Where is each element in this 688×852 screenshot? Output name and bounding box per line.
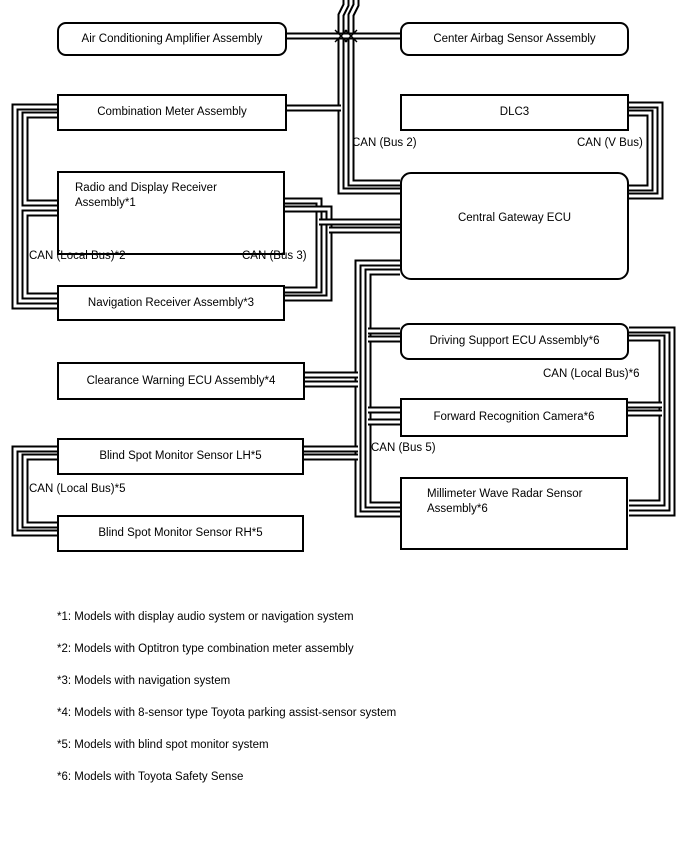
footnote-3: *3: Models with navigation system <box>57 675 231 687</box>
node-blind-spot-monitor-rh: Blind Spot Monitor Sensor RH*5 <box>57 515 304 552</box>
footnote-6: *6: Models with Toyota Safety Sense <box>57 771 244 783</box>
bus-segment-local-bus-6-outer <box>629 326 676 517</box>
bus-core-can-bus-2-vert-1 <box>339 0 400 193</box>
bus-core-can-bus-2-vert-2 <box>349 0 400 185</box>
bus-core-local-bus-2-inner-b <box>23 211 57 298</box>
bus-core-can-bus-5-outer <box>356 261 400 516</box>
bus-label-can-bus-5: CAN (Bus 5) <box>371 442 436 454</box>
node-radio-display-receiver: Radio and Display Receiver Assembly*1 <box>57 171 285 255</box>
bus-segment-can-v-bus-inner <box>629 109 654 192</box>
node-millimeter-wave-radar: Millimeter Wave Radar Sensor Assembly*6 <box>400 477 628 550</box>
bus-crossover-marks <box>334 29 358 43</box>
bus-core-can-bus-3-outer <box>285 207 331 300</box>
bus-core-local-bus-6-inner <box>629 336 664 505</box>
bus-segment-local-bus-6-inner <box>629 334 666 507</box>
node-blind-spot-monitor-lh: Blind Spot Monitor Sensor LH*5 <box>57 438 304 475</box>
footnote-5: *5: Models with blind spot monitor syste… <box>57 739 269 751</box>
node-central-gateway-ecu: Central Gateway ECU <box>400 172 629 280</box>
footnote-1: *1: Models with display audio system or … <box>57 611 354 623</box>
bus-segment-can-bus-5-outer <box>354 259 400 518</box>
node-dlc3: DLC3 <box>400 94 629 131</box>
bus-core-local-bus-2-outer <box>13 105 57 308</box>
node-center-airbag-sensor: Center Airbag Sensor Assembly <box>400 22 629 56</box>
bus-label-can-bus-3: CAN (Bus 3) <box>242 250 307 262</box>
footnote-4: *4: Models with 8-sensor type Toyota par… <box>57 707 397 719</box>
bus-label-can-local-bus-6: CAN (Local Bus)*6 <box>543 368 640 380</box>
bus-segment-can-bus-3-inner <box>285 197 323 294</box>
bus-core-local-bus-2-inner-a <box>23 113 57 205</box>
node-navigation-receiver: Navigation Receiver Assembly*3 <box>57 285 285 321</box>
bus-segment-can-bus-5-inner <box>364 268 400 509</box>
bus-label-can-local-bus-2: CAN (Local Bus)*2 <box>29 250 126 262</box>
bus-segment-local-bus-2-inner-a <box>21 111 57 207</box>
bus-core-local-bus-5-outer <box>13 447 57 535</box>
bus-label-can-local-bus-5: CAN (Local Bus)*5 <box>29 483 126 495</box>
bus-segment-can-v-bus-outer <box>629 101 664 200</box>
node-clearance-warning-ecu: Clearance Warning ECU Assembly*4 <box>57 362 305 400</box>
bus-core-local-bus-5-inner <box>23 455 57 527</box>
node-forward-recognition-camera: Forward Recognition Camera*6 <box>400 398 628 437</box>
bus-core-can-v-bus-inner <box>629 111 652 190</box>
bus-core-can-bus-3-inner <box>285 199 321 292</box>
node-combination-meter: Combination Meter Assembly <box>57 94 287 131</box>
bus-core-local-bus-6-outer <box>629 328 674 515</box>
bus-core-can-v-bus-outer <box>629 103 662 198</box>
bus-core-can-bus-5-inner <box>366 270 400 507</box>
node-driving-support-ecu: Driving Support ECU Assembly*6 <box>400 323 629 360</box>
bus-label-can-bus-2: CAN (Bus 2) <box>352 137 417 149</box>
bus-label-can-v-bus: CAN (V Bus) <box>577 137 643 149</box>
footnote-2: *2: Models with Optitron type combinatio… <box>57 643 354 655</box>
bus-segment-can-bus-2-vert-2 <box>347 0 400 187</box>
node-air-conditioning-amplifier: Air Conditioning Amplifier Assembly <box>57 22 287 56</box>
